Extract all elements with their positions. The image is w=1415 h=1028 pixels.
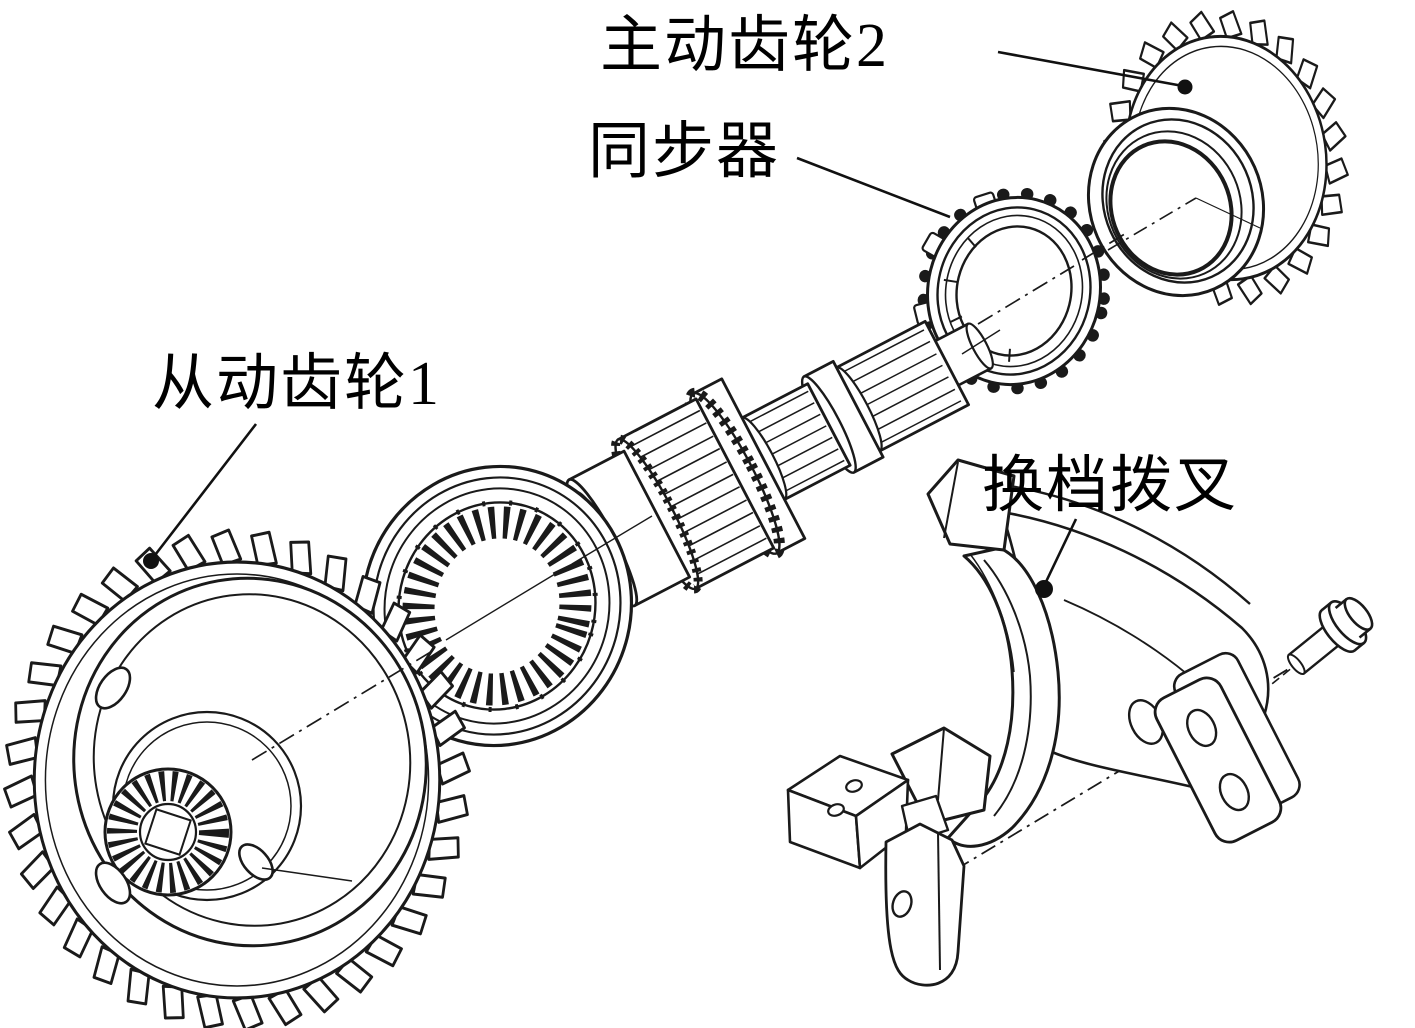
sync-inner-opening [955,225,1073,357]
driven-gear-1-part [0,498,493,1028]
gear1-hole [94,861,132,905]
fork-arm [946,546,1061,848]
sync-dot-teeth [917,187,1111,395]
leader-synchronizer [796,156,951,219]
gear1-hole [94,666,132,710]
gear1-splined-bore [103,767,233,897]
label-driving-gear-2: 主动齿轮2 [600,12,889,80]
leader-lines [143,50,1193,598]
fork-upper-pad [926,458,1016,552]
gear1-hole [238,843,274,881]
leader-dot-driven-gear-1 [143,553,159,569]
fork-bracket-front-plate [1153,676,1283,844]
bolt-part [1270,596,1374,686]
main-shaft-part [565,319,994,608]
leader-dot-shift-fork [1035,580,1053,598]
label-shift-fork: 换档拨叉 [982,452,1238,520]
driving-gear-2-part [1086,0,1389,359]
leader-driving-gear-2 [997,50,1184,88]
gear2-bore [1086,106,1266,298]
leader-shift-fork [1042,518,1078,587]
synchronizer-ring-part [913,187,1111,395]
leader-dot-driving-gear-2 [1177,79,1193,95]
selector-lever [884,794,966,987]
centerline-overlays [251,231,1129,761]
leader-driven-gear-1 [150,423,258,560]
shift-fork-part [786,458,1301,987]
label-driven-gear-1: 从动齿轮1 [152,350,441,418]
label-synchronizer: 同步器 [588,118,780,186]
synchronizer-hub-part [360,464,634,748]
